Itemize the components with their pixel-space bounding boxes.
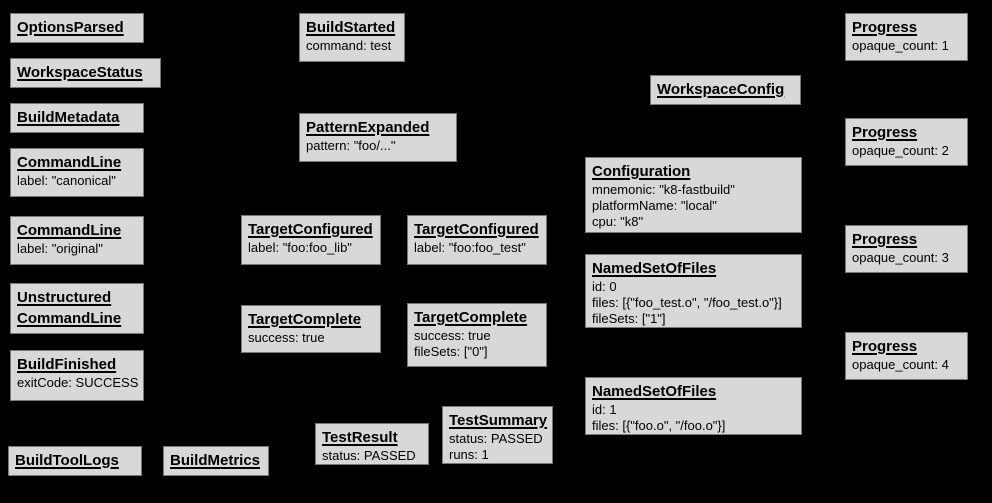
node-title: BuildMetadata [17,109,120,126]
node-field: success: true [248,330,325,345]
node-field: files: [{"foo_test.o", "/foo_test.o"}] [592,295,782,310]
node-build-started: BuildStarted command: test [299,13,405,62]
node-title: BuildToolLogs [15,452,119,469]
node-progress-1: Progress opaque_count: 1 [845,13,968,61]
node-title: TestSummary [449,412,548,429]
node-title: NamedSetOfFiles [592,383,717,400]
node-named-set-of-files-0: NamedSetOfFiles id: 0 files: [{"foo_test… [585,254,802,328]
node-target-configured-foo-test: TargetConfigured label: "foo:foo_test" [407,215,547,265]
node-title: TestResult [322,429,398,446]
node-field: exitCode: SUCCESS [17,375,139,390]
node-build-metadata: BuildMetadata [10,103,144,133]
node-field: status: PASSED [322,448,416,463]
node-title: PatternExpanded [306,119,430,136]
node-title: CommandLine [17,222,122,239]
node-field: platformName: "local" [592,198,717,213]
node-field: label: "foo:foo_test" [414,240,526,255]
node-field: label: "canonical" [17,173,116,188]
node-field: id: 1 [592,402,617,417]
node-build-metrics: BuildMetrics [163,446,269,476]
node-title: WorkspaceConfig [657,81,785,98]
node-target-configured-foo-lib: TargetConfigured label: "foo:foo_lib" [241,215,381,265]
node-field: pattern: "foo/..." [306,138,396,153]
node-title: CommandLine [17,310,122,327]
node-configuration: Configuration mnemonic: "k8-fastbuild" p… [585,157,802,233]
node-build-finished: BuildFinished exitCode: SUCCESS [10,350,144,401]
node-title: BuildStarted [306,19,396,36]
node-test-summary: TestSummary status: PASSED runs: 1 [442,406,553,464]
node-field: runs: 1 [449,447,489,462]
node-field: fileSets: ["0"] [414,344,488,359]
node-test-result: TestResult status: PASSED [315,423,429,465]
node-field: label: "original" [17,241,103,256]
node-title: TargetComplete [248,311,362,328]
node-title: Progress [852,338,918,355]
node-command-line-original: CommandLine label: "original" [10,216,144,265]
node-title: TargetConfigured [248,221,373,238]
node-field: opaque_count: 2 [852,143,949,158]
node-field: opaque_count: 1 [852,38,949,53]
node-command-line-canonical: CommandLine label: "canonical" [10,148,144,197]
node-title: TargetComplete [414,309,528,326]
node-build-tool-logs: BuildToolLogs [8,446,142,476]
node-title: Progress [852,231,918,248]
node-field: files: [{"foo.o", "/foo.o"}] [592,418,726,433]
node-field: fileSets: ["1"] [592,311,666,326]
node-workspace-config: WorkspaceConfig [650,75,801,105]
node-field: label: "foo:foo_lib" [248,240,352,255]
node-target-complete-foo-test: TargetComplete success: true fileSets: [… [407,303,547,367]
node-field: status: PASSED [449,431,543,446]
node-field: mnemonic: "k8-fastbuild" [592,182,735,197]
node-title: Configuration [592,163,691,180]
node-field: success: true [414,328,491,343]
node-title: Progress [852,124,918,141]
node-title: TargetConfigured [414,221,539,238]
node-title: Progress [852,19,918,36]
node-title: BuildFinished [17,356,117,373]
node-title: BuildMetrics [170,452,261,469]
node-title: NamedSetOfFiles [592,260,717,277]
node-progress-2: Progress opaque_count: 2 [845,118,968,166]
node-field: cpu: "k8" [592,214,644,229]
node-progress-3: Progress opaque_count: 3 [845,225,968,273]
node-unstructured-command-line: Unstructured CommandLine [10,283,144,334]
node-title: WorkspaceStatus [17,64,143,81]
node-field: opaque_count: 4 [852,357,949,372]
node-title: CommandLine [17,154,122,171]
node-title: Unstructured [17,289,112,306]
node-field: command: test [306,38,392,53]
node-named-set-of-files-1: NamedSetOfFiles id: 1 files: [{"foo.o", … [585,377,802,435]
node-workspace-status: WorkspaceStatus [10,58,161,88]
node-field: opaque_count: 3 [852,250,949,265]
node-field: id: 0 [592,279,617,294]
node-progress-4: Progress opaque_count: 4 [845,332,968,380]
node-pattern-expanded: PatternExpanded pattern: "foo/..." [299,113,457,162]
node-options-parsed: OptionsParsed [10,13,144,43]
node-target-complete-foo-lib: TargetComplete success: true [241,305,381,353]
node-title: OptionsParsed [17,19,124,36]
